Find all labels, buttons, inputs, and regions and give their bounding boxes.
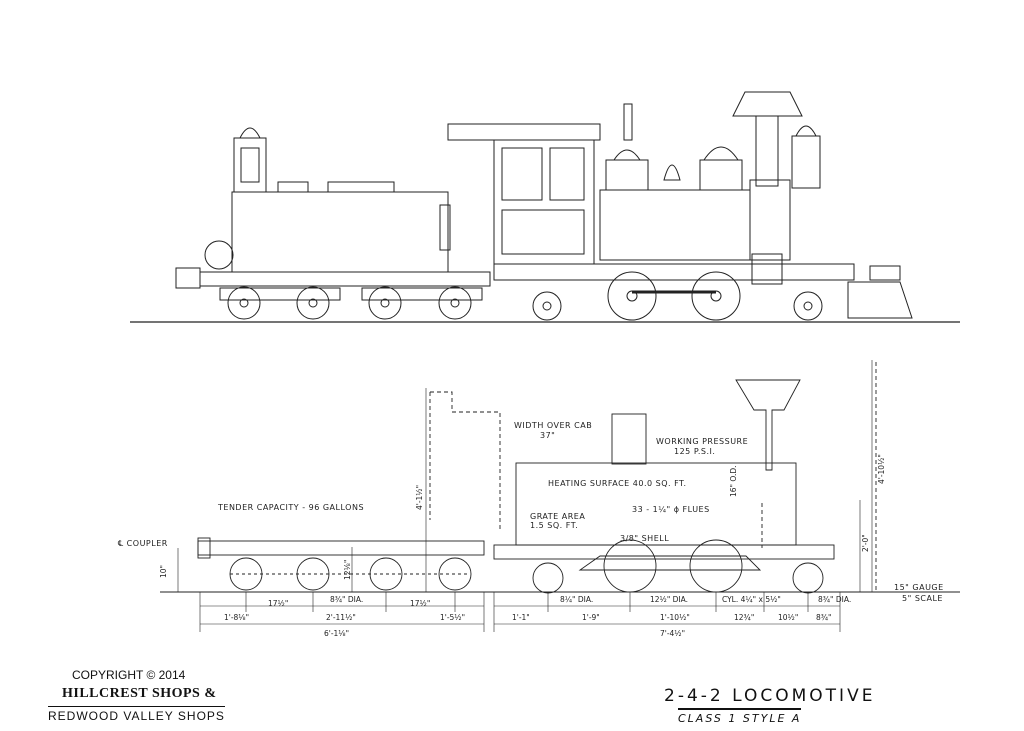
drawing-title: 2-4-2 LOCOMOTIVE (664, 686, 876, 706)
elevation-view (130, 91, 960, 323)
stack-height-label: 4'-10½" (877, 454, 886, 484)
boiler-elevation (599, 91, 821, 261)
dim-engine-5: 1'-9" (582, 613, 600, 622)
drawing-subtitle: CLASS 1 STYLE A (678, 708, 802, 725)
width-over-cab-label: WIDTH OVER CAB (514, 421, 592, 430)
dim-engine-3: 8¾" DIA. (818, 595, 851, 604)
dim-engine-1: 12½" DIA. (650, 595, 688, 604)
heating-surface-label: HEATING SURFACE 40.0 SQ. FT. (548, 479, 687, 488)
dim-engine-0: 8¼" DIA. (560, 595, 593, 604)
copyright-text: COPYRIGHT © 2014 (72, 668, 186, 682)
dim-engine-10: 7'-4½" (660, 629, 685, 638)
grate-value-label: 1.5 SQ. FT. (530, 521, 578, 530)
scale-label: 5" SCALE (902, 594, 943, 603)
shell-label: 3/8" SHELL (620, 534, 669, 543)
boiler-ctr-label: 2'-0" (861, 534, 870, 552)
dim-tender-6: 6'-1⅛" (324, 629, 349, 638)
tender-capacity-label: TENDER CAPACITY - 96 GALLONS (217, 503, 364, 512)
working-pressure-label: WORKING PRESSURE (656, 437, 748, 446)
plan-view (160, 360, 960, 632)
coupler-ht-label: 10" (159, 565, 168, 578)
dim-engine-8: 10½" (778, 613, 798, 622)
dim-engine-6: 1'-10½" (660, 613, 690, 622)
dim-tender-1: 17½" (268, 599, 288, 608)
dim-tender-4: 17½" (410, 599, 430, 608)
tender-frame-ht-label: 12⅛" (343, 560, 352, 580)
dim-engine-4: 1'-1" (512, 613, 530, 622)
boiler-dia-label: 16" O.D. (729, 465, 738, 497)
coupler-label: ℄ COUPLER (118, 539, 168, 548)
flues-label: 33 - 1¼" ϕ FLUES (632, 505, 710, 514)
dim-engine-2: CYL. 4¼" x 5½" (722, 595, 781, 604)
pressure-value-label: 125 P.S.I. (674, 447, 715, 456)
grate-area-label: GRATE AREA (530, 512, 585, 521)
dim-tender-5: 1'-5½" (440, 613, 465, 622)
dim-engine-9: 8¾" (816, 613, 832, 622)
height-total-label: 4'-1½" (415, 485, 424, 510)
tender-plan (197, 391, 501, 591)
dim-tender-2: 8¾" DIA. (330, 595, 363, 604)
width-value-label: 37" (540, 431, 555, 440)
tender-elevation (175, 127, 491, 320)
dim-tender-0: 1'-8⅛" (224, 613, 249, 622)
company-name-2: REDWOOD VALLEY SHOPS (48, 706, 225, 723)
dimension-lines (177, 360, 873, 632)
engine-running-gear (493, 253, 913, 321)
company-name-1: HILLCREST SHOPS & (62, 686, 217, 701)
gauge-label: 15" GAUGE (894, 583, 944, 592)
drawing-labels: WIDTH OVER CAB 37" WORKING PRESSURE 125 … (118, 421, 944, 638)
dim-engine-7: 12¾" (734, 613, 754, 622)
engine-plan (493, 362, 877, 594)
cab-elevation (447, 123, 601, 265)
dim-tender-3: 2'-11½" (326, 613, 356, 622)
